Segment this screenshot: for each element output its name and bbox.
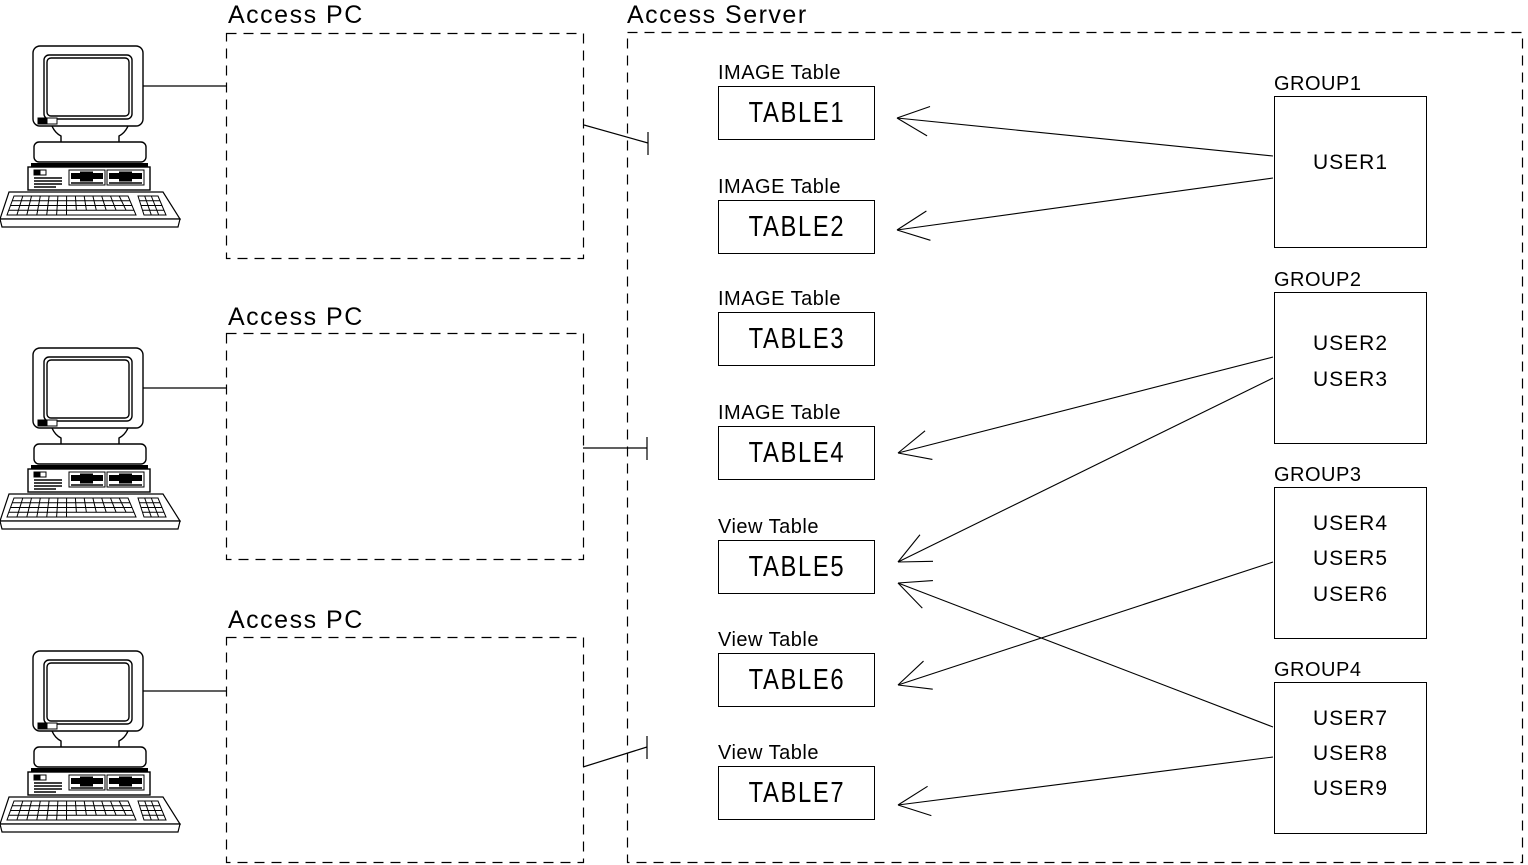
access-pc-label-3: Access PC [228, 606, 364, 634]
group-label-1: GROUP1 [1274, 73, 1362, 95]
group-box-2: USER2 USER3 [1274, 292, 1427, 444]
edge-GROUP4-TABLE7 [897, 756, 1274, 806]
access-pc-box-1 [225, 32, 585, 260]
group-box-3: USER4 USER5 USER6 [1274, 487, 1427, 639]
table-box-6: TABLE6 [718, 653, 875, 707]
table-box-1: TABLE1 [718, 86, 875, 140]
group-label-4: GROUP4 [1274, 659, 1362, 681]
group-3-user-3: USER6 [1312, 583, 1389, 606]
table-type-label-4: IMAGE Table [718, 402, 841, 424]
table-name-2: TABLE2 [748, 210, 845, 243]
group-2-user-2: USER3 [1312, 368, 1389, 391]
edge-GROUP1-TABLE1-arrowhead [896, 117, 928, 137]
group-box-1: USER1 [1274, 96, 1427, 248]
group-4-user-3: USER9 [1312, 777, 1389, 800]
edge-GROUP4-TABLE5-arrowhead [897, 582, 923, 609]
edge-GROUP4-TABLE5-arrowhead [897, 580, 933, 584]
table-box-4: TABLE4 [718, 426, 875, 480]
group-4-user-2: USER8 [1312, 742, 1389, 765]
access-pc-label-2: Access PC [228, 303, 364, 331]
edge-GROUP4-TABLE7-arrowhead [897, 785, 928, 806]
edge-GROUP2-TABLE4-arrowhead [897, 430, 926, 454]
edge-GROUP2-TABLE4-arrowhead [897, 452, 933, 461]
table-box-7: TABLE7 [718, 766, 875, 820]
edge-GROUP1-TABLE2-arrowhead [896, 229, 931, 241]
table-type-label-5: View Table [718, 516, 819, 538]
pc-illustration-3 [0, 650, 181, 833]
group-3-user-1: USER4 [1312, 512, 1389, 535]
pc-illustration-1 [0, 45, 181, 228]
edge-GROUP4-TABLE5 [897, 582, 1274, 728]
group-3-user-2: USER5 [1312, 547, 1389, 570]
edge-GROUP1-TABLE2 [896, 177, 1274, 231]
pc-illustration-2 [0, 347, 181, 530]
group-label-3: GROUP3 [1274, 464, 1362, 486]
edge-layer [896, 105, 1274, 817]
table-name-4: TABLE4 [748, 436, 845, 469]
edge-GROUP3-TABLE6 [897, 561, 1274, 686]
table-name-6: TABLE6 [748, 663, 845, 696]
edge-GROUP2-TABLE5-arrowhead [897, 560, 934, 563]
table-type-label-6: View Table [718, 629, 819, 651]
edge-GROUP1-TABLE1-arrowhead [896, 105, 931, 119]
table-box-3: TABLE3 [718, 312, 875, 366]
access-pc-box-2 [225, 332, 585, 561]
edge-GROUP3-TABLE6-arrowhead [897, 684, 933, 690]
group-1-user-1: USER1 [1312, 151, 1389, 174]
table-type-label-3: IMAGE Table [718, 288, 841, 310]
table-box-5: TABLE5 [718, 540, 875, 594]
table-type-label-1: IMAGE Table [718, 62, 841, 84]
group-2-user-1: USER2 [1312, 332, 1389, 355]
access-pc-box-3 [225, 636, 585, 864]
edge-GROUP1-TABLE1 [896, 117, 1274, 157]
access-server-label: Access Server [627, 1, 808, 29]
edge-GROUP2-TABLE5 [897, 377, 1274, 563]
group-4-user-1: USER7 [1312, 707, 1389, 730]
edge-GROUP2-TABLE4 [897, 356, 1274, 454]
edge-GROUP4-TABLE7-arrowhead [897, 804, 932, 817]
table-type-label-2: IMAGE Table [718, 176, 841, 198]
group-label-2: GROUP2 [1274, 269, 1362, 291]
table-name-1: TABLE1 [748, 96, 845, 129]
access-pc-label-1: Access PC [228, 1, 364, 29]
table-name-5: TABLE5 [748, 550, 845, 583]
table-name-3: TABLE3 [748, 322, 845, 355]
server-connector-3 [582, 746, 648, 768]
group-box-4: USER7 USER8 USER9 [1274, 682, 1427, 834]
edge-GROUP2-TABLE5-arrowhead [897, 534, 921, 563]
table-type-label-7: View Table [718, 742, 819, 764]
table-box-2: TABLE2 [718, 200, 875, 254]
edge-GROUP3-TABLE6-arrowhead [897, 660, 924, 686]
edge-GROUP1-TABLE2-arrowhead [896, 210, 927, 231]
table-name-7: TABLE7 [748, 776, 845, 809]
server-connector-1 [583, 124, 649, 144]
